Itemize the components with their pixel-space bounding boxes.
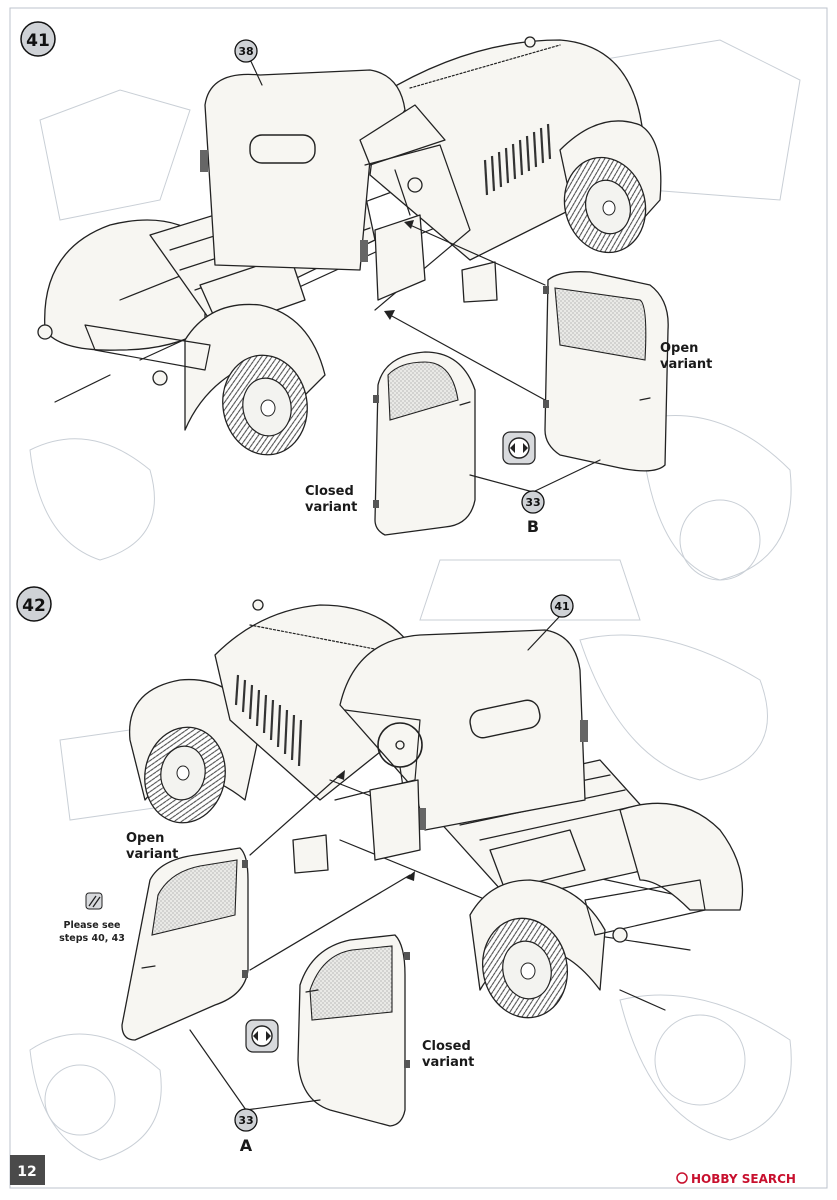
page-number: 12 — [17, 1164, 36, 1180]
step-41-closed-label-1: Closed — [305, 484, 354, 499]
part-38-number: 38 — [238, 45, 253, 58]
watermark: HOBBY SEARCH — [676, 1172, 796, 1186]
door-41-open — [543, 271, 669, 472]
step-41-arrows — [384, 220, 546, 401]
door-letter-a: A — [240, 1136, 253, 1155]
part-41-number: 41 — [554, 600, 569, 613]
step-42-open-label-2: variant — [126, 847, 178, 862]
step-41-open-label-2: variant — [660, 357, 712, 372]
door-42-closed — [297, 934, 410, 1127]
reference-note-line-1: Please see — [63, 920, 120, 931]
step-42-arrows — [249, 770, 415, 971]
part-33-number-step42: 33 — [238, 1114, 253, 1127]
step-42-number: 42 — [22, 596, 46, 616]
step-41: 41 — [20, 21, 712, 536]
step-41-badge: 41 — [20, 21, 56, 57]
part-33-number-step41: 33 — [525, 496, 540, 509]
painting-reference-icon — [85, 892, 103, 910]
page-border — [9, 7, 828, 1189]
page-number-box: 12 — [10, 1155, 45, 1185]
step-42-closed-label-2: variant — [422, 1055, 474, 1070]
alternative-choice-icon — [502, 431, 536, 465]
step-41-number: 41 — [26, 31, 50, 51]
vehicle-42: 41 — [128, 594, 744, 1019]
door-42-open — [121, 847, 249, 1041]
reference-note-line-2: steps 40, 43 — [59, 933, 125, 944]
step-42-badge: 42 — [16, 586, 52, 622]
watermark-text: HOBBY SEARCH — [691, 1172, 796, 1186]
step-42: 42 — [16, 586, 744, 1155]
step-41-open-label-1: Open — [660, 341, 698, 356]
step-41-closed-label-2: variant — [305, 500, 357, 515]
vehicle-41: 38 — [37, 36, 662, 456]
door-41-closed — [373, 351, 476, 536]
alternative-choice-icon — [245, 1019, 279, 1053]
door-letter-b: B — [527, 517, 539, 536]
step-42-open-label-1: Open — [126, 831, 164, 846]
step-42-closed-label-1: Closed — [422, 1039, 471, 1054]
